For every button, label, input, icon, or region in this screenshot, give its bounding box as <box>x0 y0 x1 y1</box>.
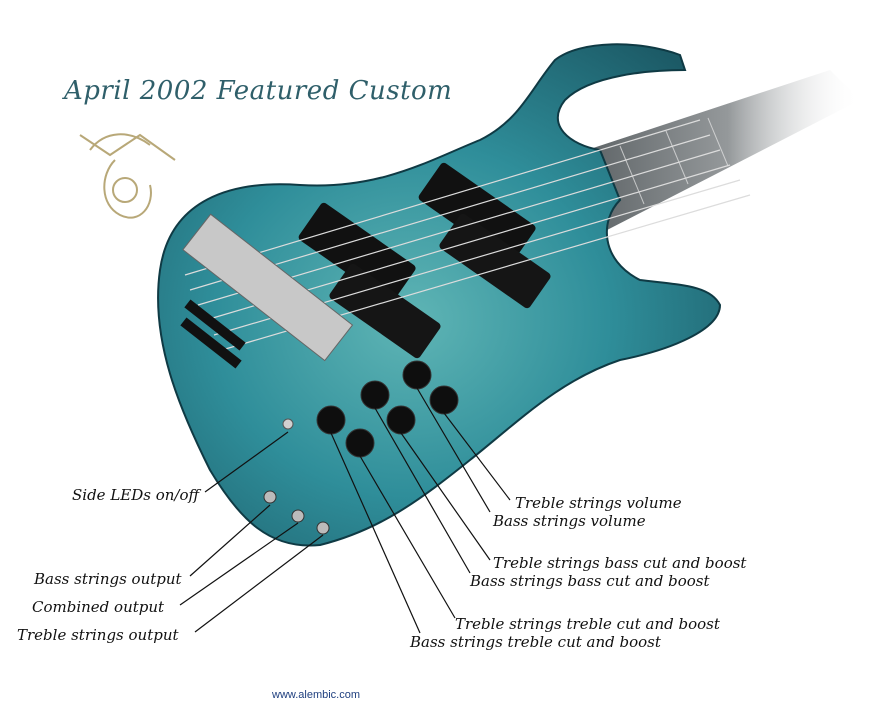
label-treble-volume: Treble strings volume <box>515 494 682 512</box>
led-switch <box>282 418 294 430</box>
pickups <box>298 162 551 359</box>
label-treble-bass-cut: Treble strings bass cut and boost <box>493 554 747 572</box>
guitar-body <box>157 43 722 547</box>
label-bass-volume: Bass strings volume <box>493 512 646 530</box>
label-bass-treble-cut: Bass strings treble cut and boost <box>410 633 661 651</box>
label-side-leds: Side LEDs on/off <box>72 486 200 504</box>
alembic-logo-icon <box>79 133 176 219</box>
label-combined-output: Combined output <box>32 598 165 616</box>
label-bass-output: Bass strings output <box>34 570 182 588</box>
bridge <box>180 213 354 369</box>
label-treble-output: Treble strings output <box>17 626 179 644</box>
control-knobs <box>316 360 459 458</box>
pointer-lines <box>179 387 511 634</box>
output-jacks <box>263 490 330 535</box>
label-treble-treble-cut: Treble strings treble cut and boost <box>455 615 720 633</box>
label-bass-bass-cut: Bass strings bass cut and boost <box>470 572 710 590</box>
footer-link[interactable]: www.alembic.com <box>272 689 361 701</box>
page-title: April 2002 Featured Custom <box>64 76 453 106</box>
